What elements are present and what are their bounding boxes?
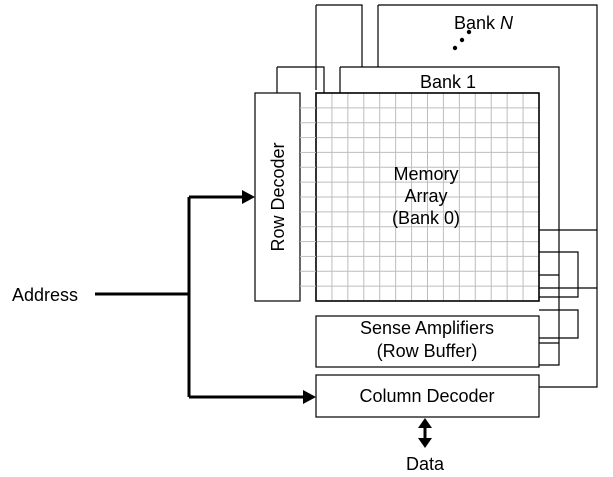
row-decoder-label: Row Decoder (268, 142, 288, 251)
bank-n-outline (378, 4, 598, 388)
column-decoder-label: Column Decoder (359, 386, 494, 406)
arrowheads (242, 190, 316, 404)
bank-n-label: Bank N (454, 13, 514, 33)
bank-mid-top (316, 4, 363, 67)
data-bidirectional-arrow (418, 418, 432, 448)
column-decoder-box (315, 374, 540, 418)
bank-ellipsis-dots (452, 29, 472, 51)
sense-amplifiers-box (315, 315, 540, 368)
memory-array-label-line1: Memory (393, 164, 458, 184)
bank-1-label: Bank 1 (420, 72, 476, 92)
column-decoder-arrowhead (303, 390, 316, 404)
row-decoder-links (300, 107, 316, 287)
memory-array-label-line3: (Bank 0) (392, 208, 460, 228)
background-bank-outlines (276, 4, 598, 388)
memory-array-grid (316, 93, 539, 301)
bank-1-outline (340, 66, 560, 366)
bank-stub-4 (539, 309, 579, 339)
data-label: Data (406, 454, 445, 474)
bank-stub-2 (539, 251, 579, 298)
sense-amplifiers-label-line1: Sense Amplifiers (360, 318, 494, 338)
row-decoder-shadow-1 (277, 66, 325, 93)
address-lines (95, 195, 304, 399)
memory-array-label-line2: Array (404, 186, 447, 206)
row-decoder-arrowhead (242, 190, 255, 204)
address-label: Address (12, 285, 78, 305)
sense-amplifiers-label-line2: (Row Buffer) (377, 341, 478, 361)
